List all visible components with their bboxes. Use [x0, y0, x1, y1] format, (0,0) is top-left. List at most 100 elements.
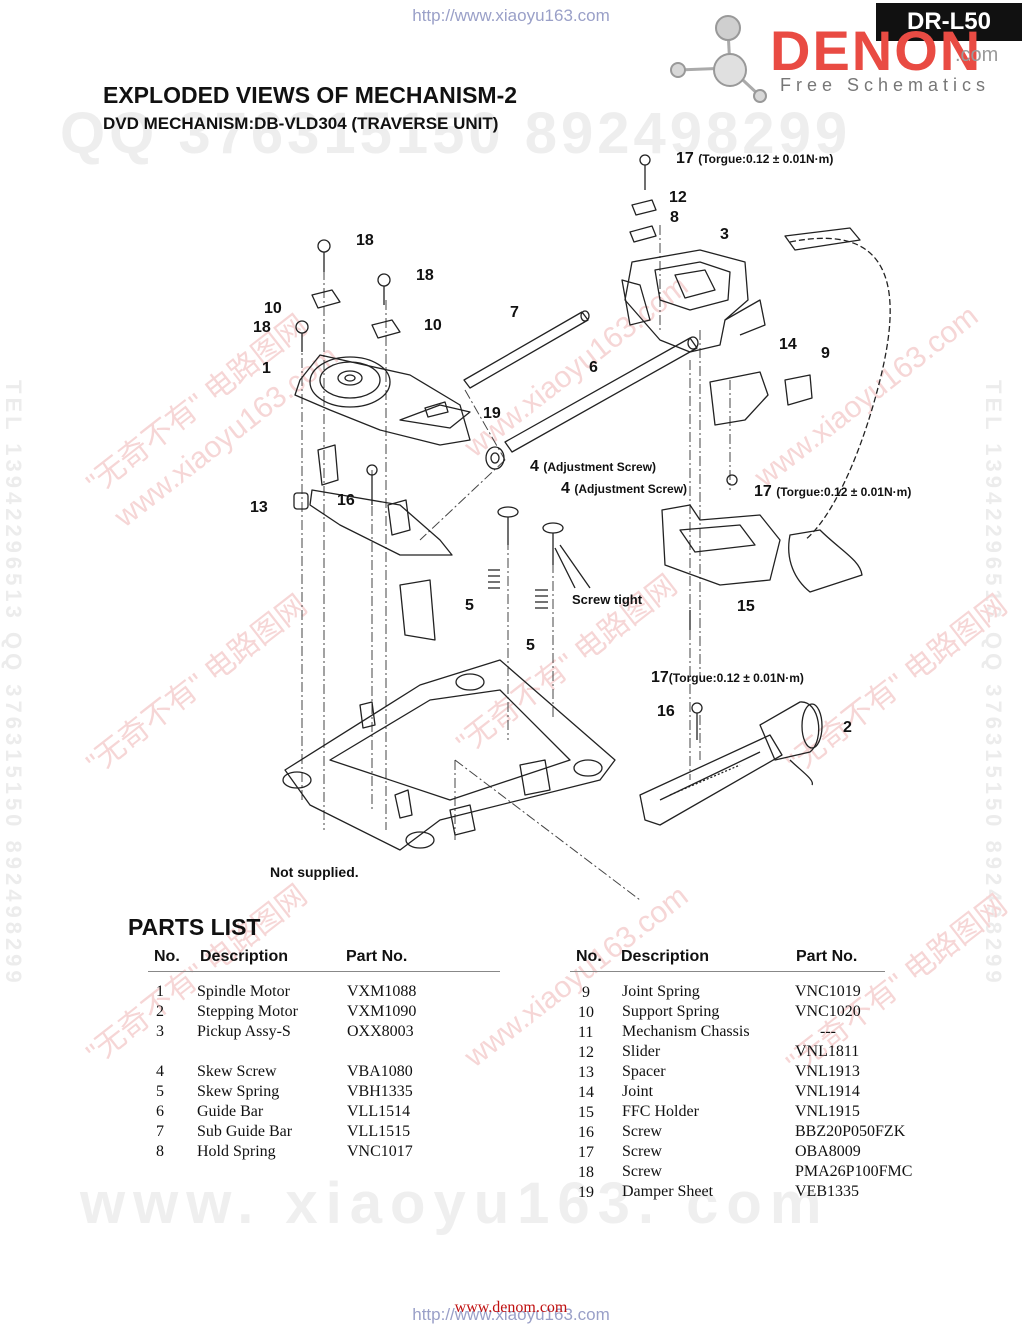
table-row-description: Sub Guide Bar — [197, 1123, 293, 1140]
parts-list-heading: PARTS LIST — [128, 914, 261, 940]
table-row-no: 3 — [156, 1023, 164, 1040]
table-row-part-no: VXM1088 — [347, 983, 417, 1000]
brand-tagline: Free Schematics — [780, 75, 991, 95]
table-row-part-no: VNC1019 — [795, 983, 861, 1000]
callout-2: 2 — [843, 719, 852, 736]
watermark-dianlu: "无奇不有" 电路图网 — [80, 878, 314, 1071]
header-description: Description — [621, 948, 710, 965]
table-row-description: Slider — [622, 1043, 661, 1060]
table-row-no: 7 — [156, 1123, 164, 1140]
watermark-bottom: www. xiaoyu163. com — [80, 1171, 830, 1236]
callout-17: 17 (Torgue:0.12 ± 0.01N·m) — [754, 483, 912, 500]
table-row-part-no: VBH1335 — [347, 1083, 413, 1100]
bottom-url[interactable]: http://www.xiaoyu163.com — [412, 1305, 610, 1324]
watermark-side-right: TEL 13942296513 QQ 376315150 892498299 — [981, 380, 1006, 987]
callout-18: 18 — [416, 267, 434, 284]
table-row-no: 6 — [156, 1103, 164, 1120]
table-row-part-no: VXM1090 — [347, 1003, 417, 1020]
callout-18: 18 — [253, 319, 271, 336]
table-row-description: Damper Sheet — [622, 1183, 714, 1200]
table-row-no: 1 — [156, 983, 164, 1000]
header-part-no: Part No. — [346, 948, 408, 965]
table-row-no: 4 — [156, 1063, 164, 1080]
table-row-no: 15 — [578, 1104, 594, 1121]
callout-16: 16 — [657, 703, 675, 720]
table-row-part-no: VNC1020 — [795, 1003, 861, 1020]
table-row-description: Pickup Assy-S — [197, 1023, 291, 1040]
table-row-no: 12 — [578, 1044, 594, 1061]
table-row-part-no: BBZ20P050FZK — [795, 1123, 906, 1140]
table-row-part-no: VNL1914 — [795, 1083, 860, 1100]
model-badge: DR-L50 — [876, 3, 1022, 41]
table-row-description: Screw — [622, 1163, 662, 1180]
header-divider — [570, 971, 885, 972]
table-row-description: Joint Spring — [622, 983, 700, 1000]
callout-5: 5 — [465, 597, 474, 614]
callout-4: 4 (Adjustment Screw) — [530, 458, 657, 475]
callout-12: 12 — [669, 189, 687, 206]
table-row-part-no: PMA26P100FMC — [795, 1163, 913, 1180]
callout-4: 4 (Adjustment Screw) — [561, 480, 688, 497]
logo-molecule-icon — [670, 15, 767, 103]
table-row-no: 10 — [578, 1004, 594, 1021]
table-row-no: 11 — [578, 1024, 594, 1041]
header-description: Description — [200, 948, 289, 965]
exploded-view-diagram — [282, 154, 891, 900]
table-row-description: Screw — [622, 1143, 662, 1160]
callout-8: 8 — [670, 209, 679, 226]
table-row-part-no: VNC1017 — [347, 1143, 413, 1160]
table-row-description: FFC Holder — [622, 1103, 699, 1120]
brand-logo: DENON — [770, 19, 983, 82]
table-row-description: Guide Bar — [197, 1103, 264, 1120]
table-row-part-no: VNL1811 — [795, 1043, 860, 1060]
table-row-part-no: VLL1515 — [347, 1123, 411, 1140]
table-row-description: Mechanism Chassis — [622, 1023, 750, 1040]
table-row-part-no: VBA1080 — [347, 1063, 413, 1080]
watermark-qq: QQ 376315150 892498299 — [60, 101, 852, 166]
callout-10: 10 — [264, 300, 282, 317]
denom-url[interactable]: www.denom.com — [454, 1299, 568, 1316]
callout-1: 1 — [262, 360, 271, 377]
table-row-part-no: VEB1335 — [795, 1183, 859, 1200]
header-no: No. — [576, 948, 602, 965]
table-row-part-no: VNL1913 — [795, 1063, 860, 1080]
header-divider — [148, 971, 500, 972]
screw-tight-note: Screw tight — [572, 592, 643, 607]
callout-17: 17(Torgue:0.12 ± 0.01N·m) — [651, 669, 804, 686]
page-title: EXPLODED VIEWS OF MECHANISM-2 — [103, 82, 518, 108]
table-row-description: Skew Screw — [197, 1063, 277, 1080]
callout-16: 16 — [337, 492, 355, 509]
callout-5: 5 — [526, 637, 535, 654]
table-row-part-no: OBA8009 — [795, 1143, 861, 1160]
table-row-no: 18 — [578, 1164, 594, 1181]
table-row-no: 2 — [156, 1003, 164, 1020]
table-row-part-no: OXX8003 — [347, 1023, 414, 1040]
table-row-part-no: --- — [820, 1023, 836, 1040]
brand-logo-com: .com — [955, 44, 999, 66]
top-url[interactable]: http://www.xiaoyu163.com — [412, 6, 610, 25]
header-no: No. — [154, 948, 180, 965]
table-row-no: 9 — [582, 984, 590, 1001]
table-row-description: Skew Spring — [197, 1083, 280, 1100]
callout-7: 7 — [510, 304, 519, 321]
callout-19: 19 — [483, 405, 501, 422]
callout-14: 14 — [779, 336, 797, 353]
header-part-no: Part No. — [796, 948, 858, 965]
callout-17: 17 (Torgue:0.12 ± 0.01N·m) — [676, 150, 834, 167]
table-row-description: Screw — [622, 1123, 662, 1140]
table-row-description: Support Spring — [622, 1003, 720, 1020]
table-row-no: 8 — [156, 1143, 164, 1160]
table-row-description: Spacer — [622, 1063, 666, 1080]
callout-15: 15 — [737, 598, 755, 615]
callout-9: 9 — [821, 345, 830, 362]
callout-13: 13 — [250, 499, 268, 516]
callout-18: 18 — [356, 232, 374, 249]
not-supplied-note: Not supplied. — [270, 864, 359, 880]
table-row-description: Hold Spring — [197, 1143, 276, 1160]
table-row-no: 17 — [578, 1144, 594, 1161]
table-row-no: 19 — [578, 1184, 594, 1201]
callout-10: 10 — [424, 317, 442, 334]
table-row-part-no: VNL1915 — [795, 1103, 860, 1120]
table-row-description: Stepping Motor — [197, 1003, 298, 1020]
table-row-no: 16 — [578, 1124, 594, 1141]
